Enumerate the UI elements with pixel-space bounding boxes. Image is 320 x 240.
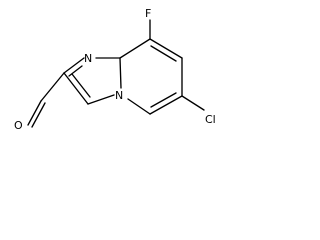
imidazole-bond-n4-c3 [87,94,115,105]
imidazole-bond-c2-n1 [63,57,85,74]
pyridine-bond-c6-c5 [149,95,183,115]
bonds-group [27,19,205,128]
chemical-structure-diagram: F Cl O N N [14,7,216,132]
imidazole-bond-c3-c2 [63,72,89,105]
pyridine-bond-c5-n4 [127,98,151,115]
chlorine-atom-label: Cl [205,113,216,126]
imidazole-double-bond-c3-c2-inner [71,73,91,98]
chemical-structure-canvas: F Cl O N N [0,0,242,136]
imidazole-bond-c8a-n4 [119,57,122,89]
fluorine-atom-label: F [145,7,151,20]
aldehyde-double-bond-outer [27,100,42,126]
imidazole-nitrogen-label: N [84,52,92,65]
imidazole-double-bond-c2-n1-inner [68,65,83,77]
pyridine-bond-c8a-c8 [119,38,151,59]
aldehyde-double-bond-inner [31,102,46,128]
pyridine-double-bond-c6-c5-inner [150,92,177,108]
pyridine-bond-c8-c7 [149,38,183,59]
pyridine-double-bond-c8-c7-inner [150,45,177,62]
chloro-bond [181,95,205,111]
oxygen-atom-label: O [14,119,23,132]
atom-labels-group: F Cl O N N [14,7,216,132]
bridgehead-nitrogen-label: N [115,89,123,102]
aldehyde-carbon-bond [40,72,65,102]
